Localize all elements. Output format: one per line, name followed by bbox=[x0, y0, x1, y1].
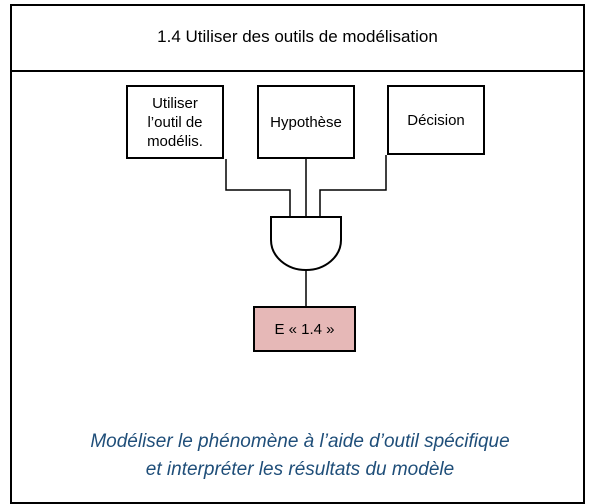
input-box-hypothese-label: Hypothèse bbox=[270, 113, 342, 131]
wire-input-1 bbox=[225, 159, 291, 217]
caption-line-1: Modéliser le phénomène à l’aide d’outil … bbox=[90, 431, 510, 452]
input-box-outil: Utiliser l’outil de modélis. bbox=[126, 85, 224, 159]
input-box-hypothese: Hypothèse bbox=[257, 85, 355, 159]
output-box-label: E « 1.4 » bbox=[274, 320, 335, 338]
diagram-title-text: 1.4 Utiliser des outils de modélisation bbox=[157, 27, 438, 46]
input-box-decision: Décision bbox=[387, 85, 485, 155]
input-box-outil-line-1: Utiliser bbox=[152, 94, 198, 112]
input-box-decision-label: Décision bbox=[407, 111, 465, 129]
input-box-outil-line-2: l’outil de bbox=[147, 113, 203, 131]
and-gate-symbol bbox=[270, 216, 342, 271]
diagram-caption: Modéliser le phénomène à l’aide d’outil … bbox=[20, 428, 580, 484]
connector-wires bbox=[225, 155, 387, 306]
wire-input-3 bbox=[319, 155, 387, 217]
diagram-title: 1.4 Utiliser des outils de modélisation bbox=[10, 4, 585, 72]
input-box-outil-line-3: modélis. bbox=[147, 132, 203, 150]
output-box: E « 1.4 » bbox=[253, 306, 356, 352]
caption-line-2: et interpréter les résultats du modèle bbox=[145, 459, 455, 480]
